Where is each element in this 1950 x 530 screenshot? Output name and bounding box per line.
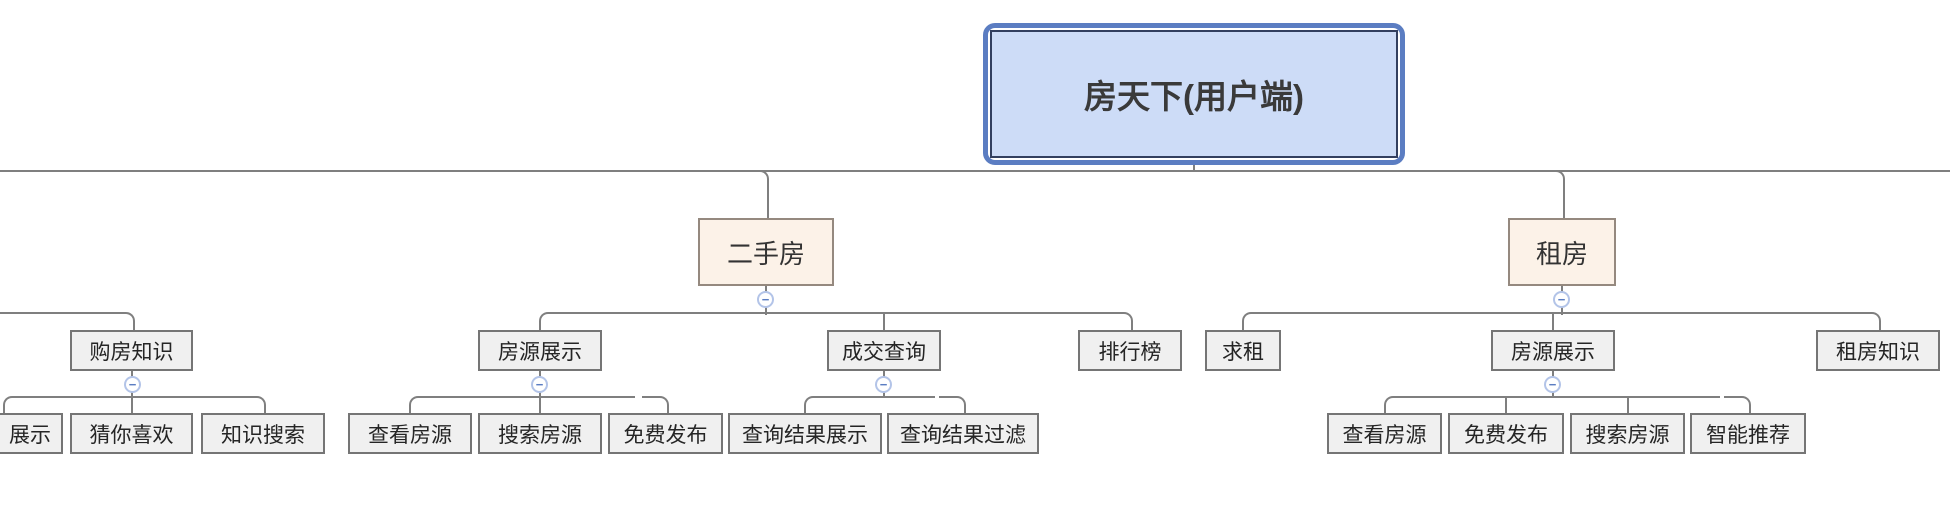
connector-rail-dealquery-bar xyxy=(820,396,935,398)
connector-rail-listing-b-right xyxy=(1724,396,1751,415)
connector-rail-dealquery-left xyxy=(804,396,830,415)
node-smart-recommend[interactable]: 智能推荐 xyxy=(1690,413,1806,454)
branch-second-hand-house[interactable]: 二手房 xyxy=(698,218,834,286)
connector-rail-secondhand-left xyxy=(539,312,565,332)
connector-root-stem xyxy=(1193,162,1195,172)
collapse-button-dealquery[interactable]: − xyxy=(875,376,892,393)
minus-icon: − xyxy=(761,292,770,307)
node-query-result-filter[interactable]: 查询结果过滤 xyxy=(887,413,1039,454)
root-node-label: 房天下(用户端) xyxy=(990,30,1398,158)
node-rental-knowledge[interactable]: 租房知识 xyxy=(1816,330,1940,371)
collapse-button-purchase-knowledge[interactable]: − xyxy=(124,376,141,393)
minus-icon: − xyxy=(1557,292,1566,307)
connector-rail-rental-left xyxy=(1242,312,1268,332)
minus-icon: − xyxy=(879,377,888,392)
connector-drop-guess xyxy=(131,396,133,413)
collapse-button-secondhand[interactable]: − xyxy=(757,291,774,308)
connector-rail-secondhand-right xyxy=(1106,312,1133,332)
connector-rail-listing-a-left xyxy=(409,396,435,415)
connector-drop-search-a xyxy=(539,396,541,413)
node-ranking[interactable]: 排行榜 xyxy=(1078,330,1182,371)
node-display-clipped[interactable]: 展示 xyxy=(0,413,63,454)
node-deal-query[interactable]: 成交查询 xyxy=(827,330,941,371)
node-search-listings-rental[interactable]: 搜索房源 xyxy=(1570,413,1685,454)
node-free-publish-rental[interactable]: 免费发布 xyxy=(1448,413,1564,454)
node-purchase-knowledge[interactable]: 购房知识 xyxy=(70,330,193,371)
connector-rail-knowledge-right xyxy=(239,396,266,415)
node-query-result-display[interactable]: 查询结果展示 xyxy=(728,413,882,454)
minus-icon: − xyxy=(535,377,544,392)
connector-drop-dealquery xyxy=(883,312,885,330)
node-free-publish-secondhand[interactable]: 免费发布 xyxy=(608,413,723,454)
connector-drop-listing-rental xyxy=(1552,312,1554,330)
connector-rail-listing-a-right xyxy=(642,396,669,415)
minus-icon: − xyxy=(128,377,137,392)
connector-rail-rental-bar xyxy=(1260,312,1860,314)
connector-rail-knowledge-left xyxy=(3,396,29,415)
connector-rail-rental-right xyxy=(1854,312,1881,332)
minus-icon: − xyxy=(1548,377,1557,392)
connector-rail-listing-a-bar xyxy=(430,396,635,398)
node-view-listings-secondhand[interactable]: 查看房源 xyxy=(348,413,472,454)
connector-branch-drop-rental xyxy=(1538,170,1565,220)
connector-rail-secondhand-bar xyxy=(560,312,1110,314)
node-listing-display-rental[interactable]: 房源展示 xyxy=(1491,330,1615,371)
connector-main-rail xyxy=(0,170,1950,172)
node-search-listings-secondhand[interactable]: 搜索房源 xyxy=(478,413,602,454)
collapse-button-rental[interactable]: − xyxy=(1553,291,1570,308)
connector-rail-listing-b-bar xyxy=(1400,396,1720,398)
connector-clipped-branch-rail xyxy=(0,312,135,332)
connector-rail-listing-b-left xyxy=(1384,396,1410,415)
connector-branch-drop-secondhand xyxy=(742,170,769,220)
connector-drop-free-b xyxy=(1505,396,1507,413)
collapse-button-listing-secondhand[interactable]: − xyxy=(531,376,548,393)
node-guess-you-like[interactable]: 猜你喜欢 xyxy=(70,413,193,454)
connector-drop-search-b xyxy=(1627,396,1629,413)
node-knowledge-search[interactable]: 知识搜索 xyxy=(201,413,325,454)
collapse-button-listing-rental[interactable]: − xyxy=(1544,376,1561,393)
branch-rental-house[interactable]: 租房 xyxy=(1508,218,1616,286)
node-listing-display-secondhand[interactable]: 房源展示 xyxy=(478,330,602,371)
node-view-listings-rental[interactable]: 查看房源 xyxy=(1327,413,1442,454)
node-rent-seeking[interactable]: 求租 xyxy=(1205,330,1281,371)
connector-rail-dealquery-right xyxy=(939,396,966,415)
root-node[interactable]: 房天下(用户端) xyxy=(983,23,1405,165)
